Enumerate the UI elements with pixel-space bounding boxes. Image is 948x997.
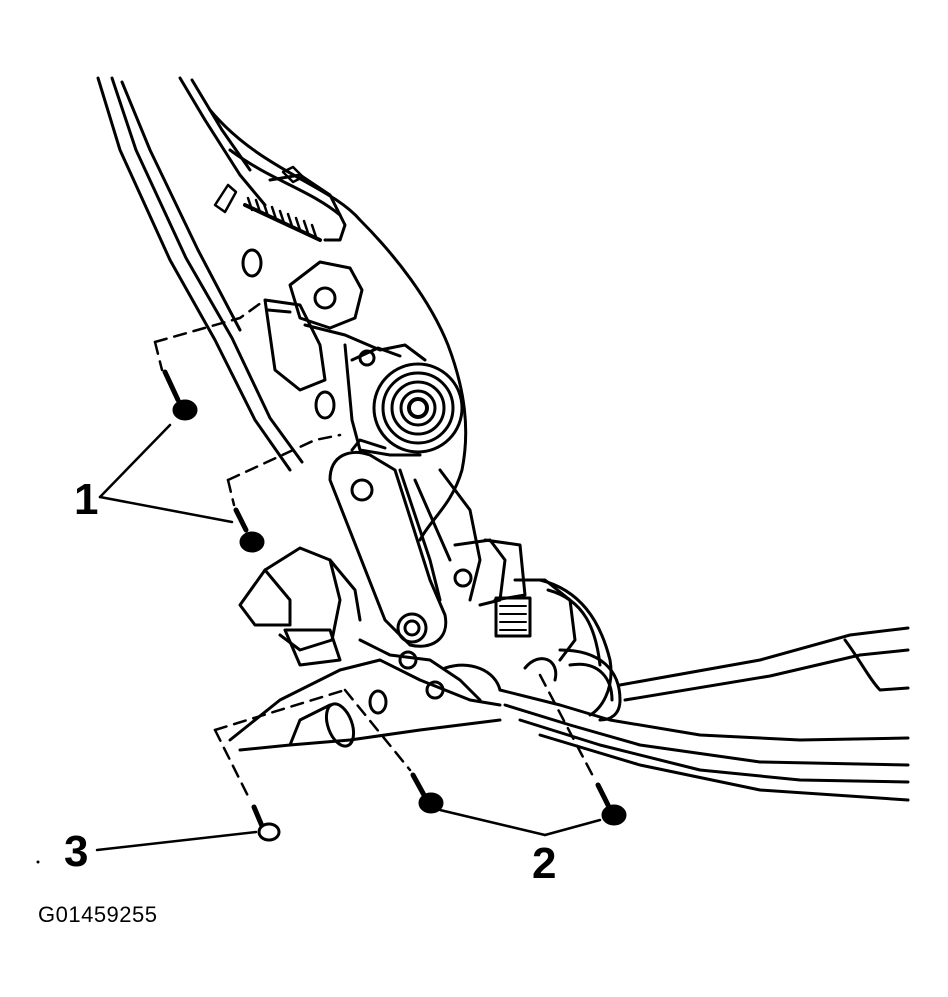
dashed-install-lines: [153, 298, 597, 802]
recliner-arm: [328, 438, 452, 648]
bolt-2-right: [595, 782, 627, 826]
leader-lines: [95, 423, 602, 852]
bolts: [162, 369, 627, 842]
seatback-side-plate: [208, 108, 468, 542]
callout-1: 1: [74, 475, 99, 524]
upper-hinge-bracket: [241, 248, 427, 420]
seat-cushion-frame: [498, 626, 910, 802]
stray-dot: [36, 860, 40, 864]
recliner-spiral-spring: [343, 343, 464, 457]
bolt-1-lower: [233, 507, 265, 553]
bolt-3: [251, 804, 281, 842]
callout-3: 3: [64, 827, 89, 876]
seatback-frame: [96, 76, 304, 472]
cables: [538, 578, 622, 722]
callout-2: 2: [532, 839, 557, 888]
bolt-2-left: [410, 772, 444, 814]
release-lever: [438, 468, 577, 662]
spring: [213, 165, 347, 242]
lower-hinge-bracket: [228, 546, 558, 752]
figure-id: G01459255: [38, 902, 158, 927]
bolt-1-upper: [162, 369, 198, 421]
